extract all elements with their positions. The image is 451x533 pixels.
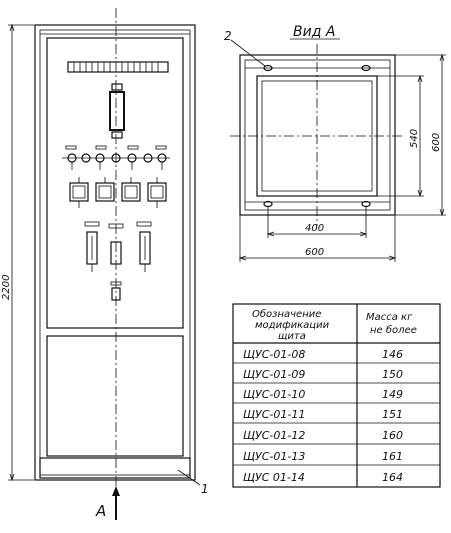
table-row: ЩУС-01-11 151 (243, 408, 403, 421)
modification-table: Обозначение модификации щита Масса кг не… (232, 303, 441, 488)
svg-text:150: 150 (382, 368, 403, 381)
callout-1-leader (177, 469, 201, 486)
small-fuse (110, 281, 122, 301)
section-arrow-head (112, 486, 120, 496)
bolt-hole (361, 64, 371, 72)
header-designation-line2: модификации (255, 320, 330, 331)
upper-door-panel (46, 37, 184, 329)
svg-text:ЩУС-01-11: ЩУС-01-11 (243, 408, 305, 421)
table-row: ЩУС-01-13 161 (243, 450, 403, 463)
instrument-row (69, 177, 167, 208)
cabinet-plinth (39, 457, 191, 479)
main-breaker (109, 83, 125, 139)
breaker-group (84, 221, 152, 272)
svg-text:161: 161 (382, 450, 403, 463)
svg-text:ЩУС-01-13: ЩУС-01-13 (243, 450, 305, 463)
svg-text:ЩУС-01-10: ЩУС-01-10 (243, 388, 305, 401)
table-row: ЩУС-01-09 150 (243, 368, 403, 381)
table-row: ЩУС-01-10 149 (243, 388, 403, 401)
dim-540: 540 (377, 74, 424, 198)
cabinet-front-view (34, 8, 196, 510)
cabinet-inner-frame (39, 29, 191, 476)
dim-400: 400 (266, 206, 368, 238)
header-mass-line1: Масса кг (366, 312, 413, 323)
view-a: Вид А 2 400 (224, 24, 446, 262)
view-a-mid-frame (244, 59, 391, 211)
svg-text:ЩУС 01-14: ЩУС 01-14 (243, 471, 305, 484)
callout-2-leader (230, 39, 266, 67)
switch-row (62, 145, 170, 170)
svg-text:160: 160 (382, 429, 403, 442)
view-a-title: Вид А (293, 24, 335, 40)
svg-text:600: 600 (305, 247, 324, 258)
lower-door-panel (46, 335, 184, 457)
svg-text:540: 540 (409, 129, 420, 148)
header-designation-line3: щита (278, 331, 306, 342)
terminal-strip (67, 61, 169, 73)
dim-600-horizontal: 600 (238, 215, 397, 262)
svg-text:ЩУС-01-12: ЩУС-01-12 (243, 429, 305, 442)
section-mark-label: А (95, 502, 106, 520)
table-border (232, 303, 441, 488)
view-a-outer-frame (239, 54, 396, 216)
header-mass-line2: не более (370, 324, 417, 336)
table-row: ЩУС-01-08 146 (243, 348, 403, 361)
table-row: ЩУС-01-12 160 (243, 429, 403, 442)
dim-height-total: 2200 (1, 23, 34, 482)
cabinet-outer-frame (34, 24, 196, 481)
svg-text:ЩУС-01-08: ЩУС-01-08 (243, 348, 305, 361)
svg-text:164: 164 (382, 471, 403, 484)
dim-600-vertical: 600 (395, 53, 446, 217)
svg-text:149: 149 (382, 388, 403, 401)
header-designation-line1: Обозначение (252, 308, 321, 320)
svg-text:400: 400 (305, 223, 324, 234)
svg-text:600: 600 (431, 133, 442, 152)
svg-text:ЩУС-01-09: ЩУС-01-09 (243, 368, 305, 381)
callout-2-label: 2 (224, 29, 232, 43)
callout-1-label: 1 (201, 482, 209, 496)
table-row: ЩУС 01-14 164 (243, 471, 403, 484)
svg-text:146: 146 (382, 348, 403, 361)
bolt-hole (263, 64, 273, 72)
dim-height-label: 2200 (1, 275, 12, 300)
svg-text:151: 151 (382, 408, 403, 421)
